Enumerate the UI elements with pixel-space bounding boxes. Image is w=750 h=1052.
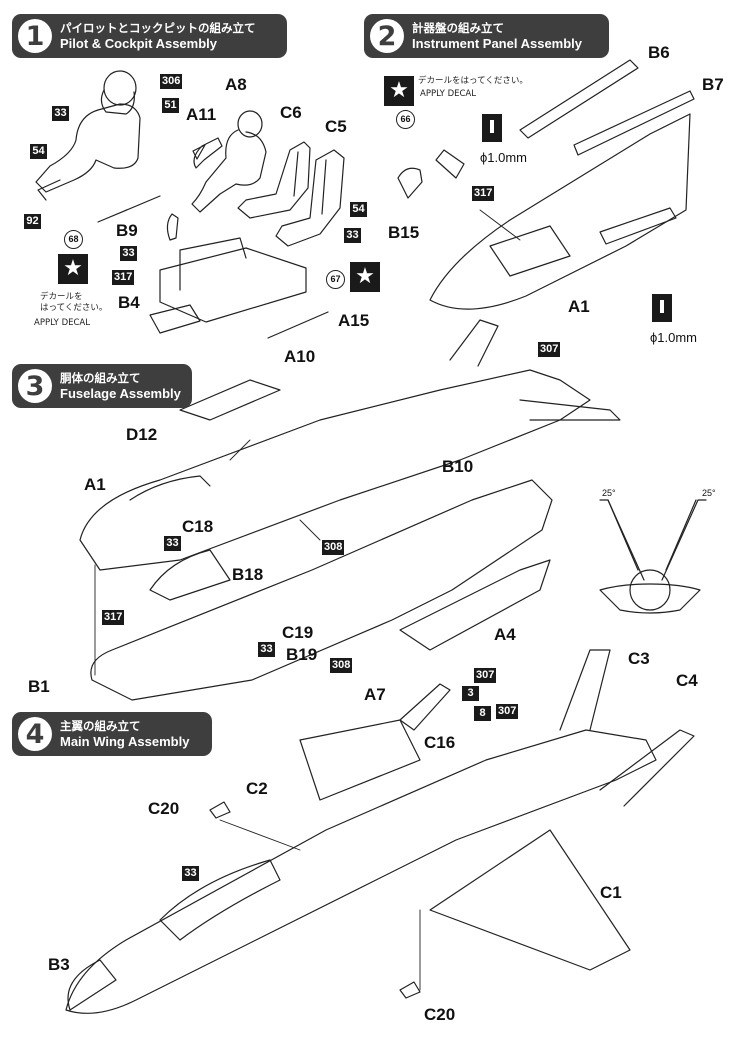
pilot-figure-a8	[191, 110, 267, 213]
color-code-92: 92	[24, 214, 41, 229]
step-title-jp: 計器盤の組み立て	[412, 21, 504, 35]
step-title-en: Fuselage Assembly	[60, 386, 181, 401]
decal-star-icon: ★	[350, 262, 380, 292]
part-label-b1: B1	[28, 677, 50, 696]
step-number: 2	[370, 19, 404, 53]
color-code-307: 307	[474, 668, 497, 683]
decal-number-66: 66	[396, 110, 415, 129]
guide-lines	[94, 209, 521, 991]
color-code-33: 33	[344, 228, 361, 243]
part-label-a1: A1	[568, 297, 590, 316]
color-code-307: 307	[538, 342, 561, 357]
decal-number-67: 67	[326, 270, 345, 289]
step-3-banner: 3 胴体の組み立て Fuselage Assembly	[12, 364, 192, 408]
part-label-a4: A4	[494, 625, 516, 644]
step-number: 1	[18, 19, 52, 53]
seat-c5	[275, 149, 345, 247]
part-label-b18: B18	[232, 565, 264, 584]
part-label-b6: B6	[648, 43, 670, 62]
angle-right: 25°	[702, 488, 716, 498]
part-label-c18: C18	[182, 517, 214, 536]
color-code-33: 33	[258, 642, 275, 657]
pilot-figure	[35, 70, 141, 201]
step-title-en: Main Wing Assembly	[60, 734, 190, 749]
step-2-banner: 2 計器盤の組み立て Instrument Panel Assembly	[364, 14, 609, 58]
fuselage-lower	[90, 479, 553, 701]
color-code-33: 33	[52, 106, 69, 121]
part-label-a8: A8	[225, 75, 247, 94]
instrument-nose	[397, 59, 695, 310]
step-title-jp: パイロットとコックピットの組み立て	[60, 21, 256, 35]
main-aircraft	[65, 649, 695, 1014]
part-label-b7: B7	[702, 75, 724, 94]
part-label-d12: D12	[126, 425, 158, 444]
part-label-c3: C3	[628, 649, 650, 668]
fuselage-upper	[79, 319, 621, 571]
part-label-b9: B9	[116, 221, 138, 240]
step-1-banner: 1 パイロットとコックピットの組み立て Pilot & Cockpit Asse…	[12, 14, 287, 58]
color-code-54: 54	[30, 144, 47, 159]
part-label-a10: A10	[284, 347, 316, 366]
decal-star-icon: ★	[58, 254, 88, 284]
part-label-a1: A1	[84, 475, 106, 494]
color-code-33: 33	[164, 536, 181, 551]
part-label-b19: B19	[286, 645, 318, 664]
color-code-317: 317	[472, 186, 495, 201]
seat-c6	[237, 141, 311, 219]
part-label-b4: B4	[118, 293, 140, 312]
part-label-b15: B15	[388, 223, 420, 242]
decal-note-en: APPLY DECAL	[34, 318, 90, 328]
part-label-c5: C5	[325, 117, 347, 136]
step-title-jp: 主翼の組み立て	[60, 719, 141, 733]
part-label-c6: C6	[280, 103, 302, 122]
color-code-308: 308	[330, 658, 353, 673]
step-title-jp: 胴体の組み立て	[60, 371, 141, 385]
color-code-51: 51	[162, 98, 179, 113]
color-code-3: 3	[462, 686, 479, 701]
cockpit-tub	[97, 195, 329, 339]
color-code-308: 308	[322, 540, 345, 555]
decal-note-en: APPLY DECAL	[420, 89, 476, 99]
front-view-aircraft	[599, 499, 707, 614]
drill-hole-icon	[482, 114, 502, 142]
drill-size: ϕ1.0mm	[650, 330, 698, 345]
drill-hole-icon	[652, 294, 672, 322]
angle-left: 25°	[602, 488, 616, 498]
part-label-c20: C20	[148, 799, 180, 818]
color-code-307: 307	[496, 704, 519, 719]
part-label-c20: C20	[424, 1005, 456, 1024]
color-code-306: 306	[160, 74, 183, 89]
step-4-banner: 4 主翼の組み立て Main Wing Assembly	[12, 712, 212, 756]
color-code-317: 317	[102, 610, 125, 625]
part-label-c1: C1	[600, 883, 622, 902]
part-label-a11: A11	[186, 105, 217, 124]
step-number: 3	[18, 369, 52, 403]
part-label-b10: B10	[442, 457, 474, 476]
color-code-8: 8	[474, 706, 491, 721]
decal-star-icon: ★	[384, 76, 414, 106]
step-number: 4	[18, 717, 52, 751]
decal-note-jp: デカールを はってください。	[40, 292, 108, 313]
part-label-c16: C16	[424, 733, 456, 752]
color-code-54: 54	[350, 202, 367, 217]
part-label-a7: A7	[364, 685, 386, 704]
drill-size: ϕ1.0mm	[480, 150, 528, 165]
part-label-c4: C4	[676, 671, 698, 690]
color-code-33: 33	[120, 246, 137, 261]
step-title-en: Instrument Panel Assembly	[412, 36, 583, 51]
part-label-c19: C19	[282, 623, 314, 642]
part-label-a15: A15	[338, 311, 370, 330]
part-label-b3: B3	[48, 955, 70, 974]
part-label-c2: C2	[246, 779, 268, 798]
color-code-317: 317	[112, 270, 135, 285]
step-title-en: Pilot & Cockpit Assembly	[60, 36, 217, 51]
decal-note-jp: デカールをはってください。	[418, 76, 528, 86]
decal-number-68: 68	[64, 230, 83, 249]
color-code-33: 33	[182, 866, 199, 881]
